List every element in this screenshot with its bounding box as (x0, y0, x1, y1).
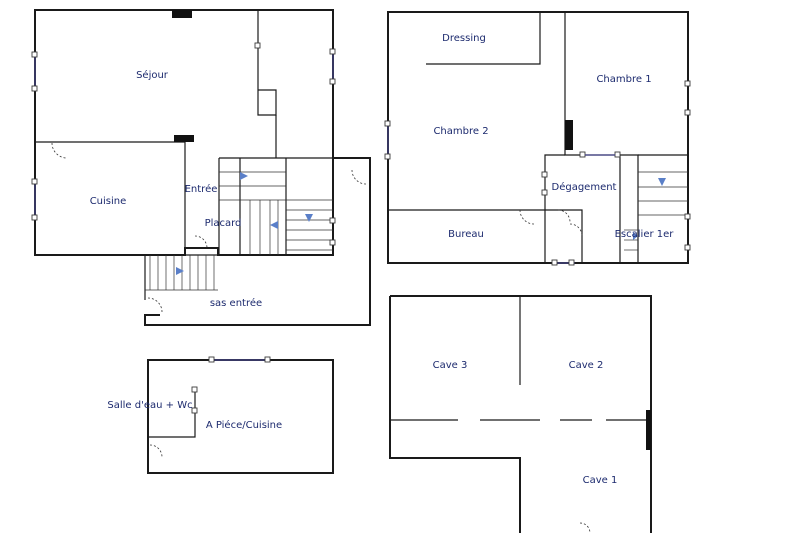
room-label-salle-eau: Salle d'eau + Wc (107, 400, 192, 411)
room-label-sas-entree: sas entrée (210, 297, 262, 309)
room-label-bureau: Bureau (448, 229, 484, 240)
room-label-dressing: Dressing (442, 33, 486, 44)
room-label-placard: Placard (205, 218, 242, 229)
room-label-cave2: Cave 2 (569, 360, 604, 371)
room-label-chambre2: Chambre 2 (433, 126, 488, 137)
annex (147, 356, 334, 474)
room-label-cave3: Cave 3 (433, 360, 468, 371)
room-label-chambre1: Chambre 1 (596, 74, 651, 85)
room-label-entree: Entrée (185, 183, 218, 195)
first-floor (384, 11, 691, 266)
room-label-degagement: Dégagement (552, 181, 617, 193)
ground-floor (31, 9, 371, 326)
room-label-sejour: Séjour (136, 69, 169, 81)
room-label-escalier: Escalier 1er (615, 229, 675, 240)
cellars (389, 295, 652, 533)
room-label-piece-cuisine: A Piéce/Cuisine (206, 419, 282, 431)
room-label-cuisine: Cuisine (90, 196, 127, 207)
room-label-cave1: Cave 1 (583, 475, 618, 486)
